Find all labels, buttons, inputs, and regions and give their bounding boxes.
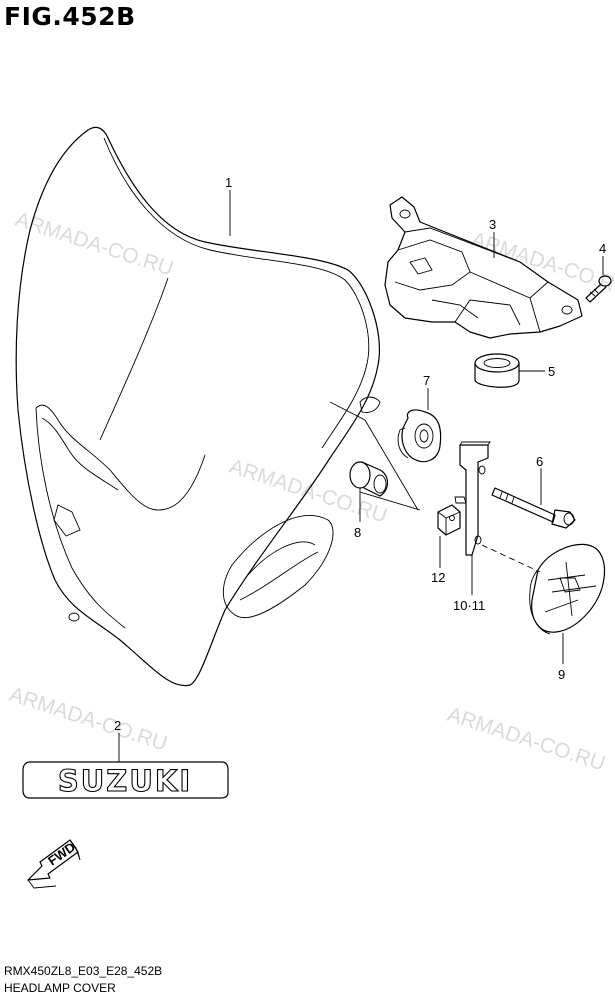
part-8-collar[interactable] bbox=[349, 461, 389, 497]
callout-6: 6 bbox=[536, 454, 543, 469]
part-5-grommet[interactable] bbox=[474, 353, 520, 388]
part-2-emblem[interactable]: SUZUKI bbox=[22, 761, 229, 799]
callout-10-11: 10·11 bbox=[453, 598, 485, 613]
callout-4: 4 bbox=[599, 241, 606, 256]
watermark-3: ARMADA-CO.RU bbox=[226, 455, 390, 528]
footer-figure-name: HEADLAMP COVER bbox=[4, 981, 116, 995]
part-1-headlamp-cover[interactable] bbox=[15, 126, 381, 687]
part-12-nut[interactable] bbox=[437, 504, 461, 536]
callout-5: 5 bbox=[548, 364, 555, 379]
part-4-screw[interactable] bbox=[585, 275, 612, 303]
assembly-guide-lines bbox=[329, 401, 421, 511]
figure-title: FIG.452B bbox=[4, 2, 136, 31]
callout-3: 3 bbox=[489, 217, 496, 232]
fwd-arrow-icon: FWD bbox=[27, 839, 81, 889]
part-10-11-stay[interactable] bbox=[454, 441, 491, 556]
emblem-text: SUZUKI bbox=[58, 764, 192, 798]
callout-8: 8 bbox=[354, 525, 361, 540]
callout-12: 12 bbox=[431, 570, 445, 585]
callout-1: 1 bbox=[225, 175, 232, 190]
leader-lines bbox=[118, 190, 604, 762]
part-3-bracket[interactable] bbox=[384, 196, 583, 339]
callout-7: 7 bbox=[423, 373, 430, 388]
watermark-1: ARMADA-CO.RU bbox=[12, 208, 176, 281]
footer-figure-code: RMX450ZL8_E03_E28_452B bbox=[4, 964, 163, 978]
part-7-damper[interactable] bbox=[397, 409, 442, 463]
callout-9: 9 bbox=[558, 667, 565, 682]
callout-2: 2 bbox=[114, 718, 121, 733]
watermark-4: ARMADA-CO.RU bbox=[6, 683, 170, 756]
part-6-bolt[interactable] bbox=[491, 487, 576, 529]
watermark-5: ARMADA-CO.RU bbox=[444, 703, 608, 776]
watermarks: ARMADA-CO.RU ARMADA-CO.RU ARMADA-CO.RU A… bbox=[6, 208, 615, 776]
dashed-assembly-line bbox=[481, 544, 541, 573]
watermark-2: ARMADA-CO.RU bbox=[468, 228, 615, 301]
part-9-headlamp[interactable] bbox=[529, 543, 606, 635]
callout-numbers: 1 2 3 4 5 6 7 8 9 10·11 12 bbox=[114, 175, 606, 733]
